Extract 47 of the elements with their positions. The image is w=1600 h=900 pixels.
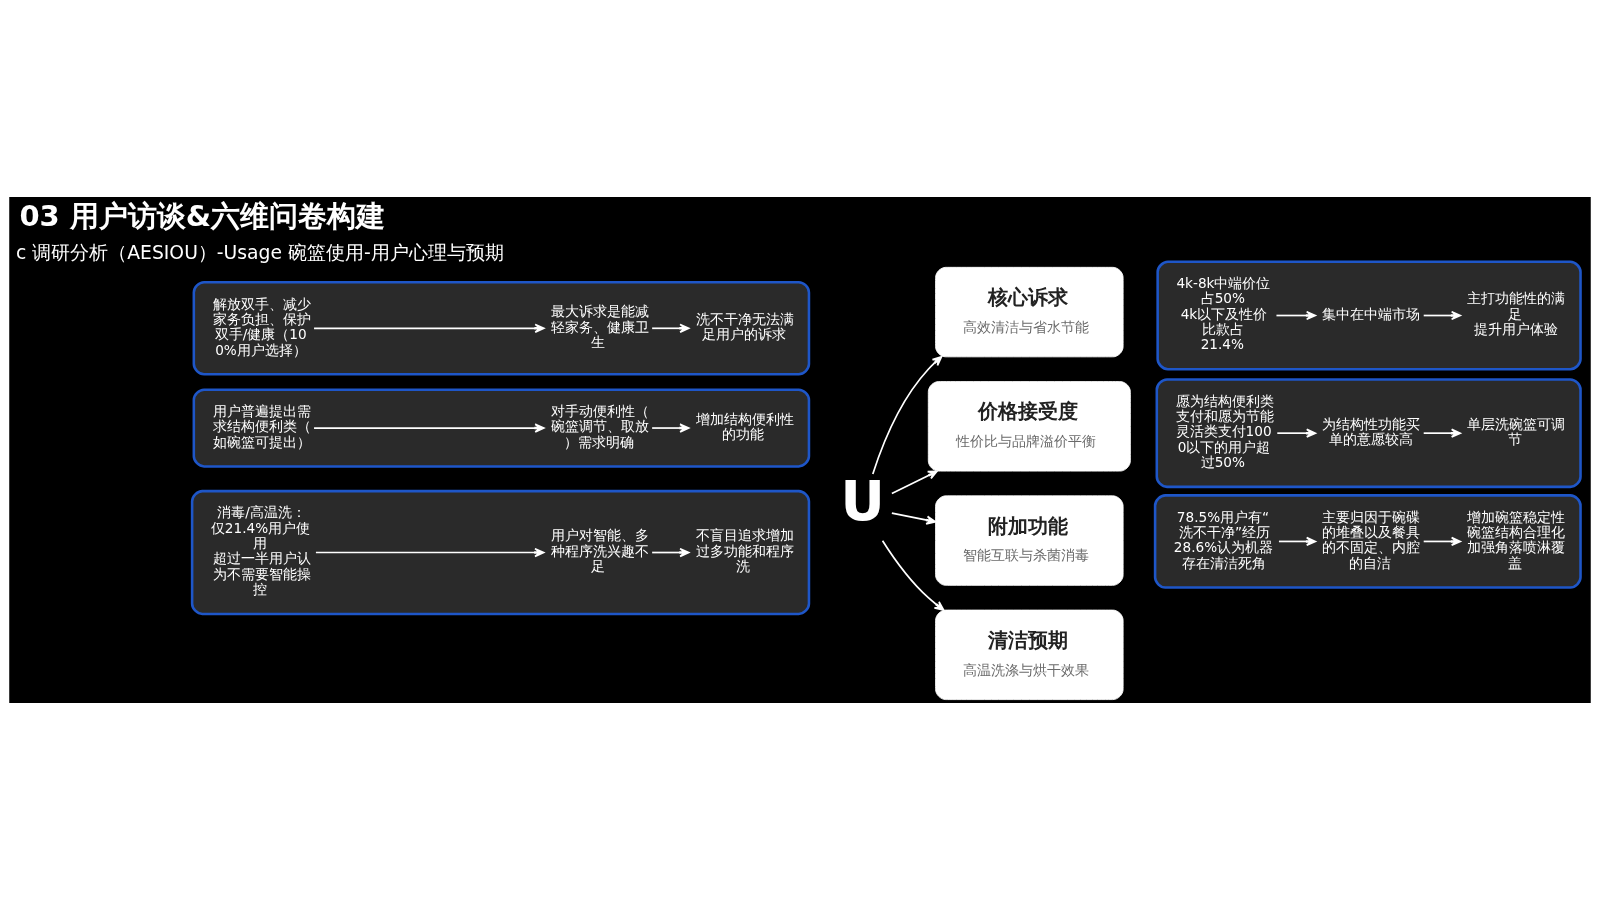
node-text: 洗不干净无法满足用户的诉求: [695, 310, 794, 343]
node-text: 主打功能性的满足 提升用户体验: [1467, 290, 1566, 338]
arrow: [1278, 536, 1317, 547]
arrow: [651, 547, 690, 558]
node-text: 消毒/高温洗：仅21.4%用户使用 超过一半用户认为不需要智能操控: [210, 504, 311, 598]
arrow: [881, 539, 945, 611]
node-text: 78.5%用户有“洗不干净”经历 28.6%认为机器存在清洁死角: [1173, 508, 1274, 571]
node-text: 最大诉求是能减轻家务、健康卫生: [550, 303, 649, 350]
node-text: 用户对智能、多种程序洗兴趣不足: [550, 527, 649, 575]
node-text: U: [840, 469, 885, 534]
cluster: [192, 388, 811, 468]
arrow: [651, 423, 690, 433]
arrow: [651, 323, 690, 333]
cluster: [190, 489, 811, 616]
node-box: 价格接受度 性价比与品牌溢价平衡: [927, 381, 1131, 472]
node-text: 单层洗碗篮可调节: [1467, 415, 1566, 448]
node-text: 解放双手、减少家务负担、保护双手/健康（100%用户选择）: [212, 295, 311, 358]
node-text: 对手动便利性（碗篮调节、取放）需求明确: [550, 402, 649, 450]
arrow: [315, 547, 545, 558]
node-text: 主要归因于碗碟的堆叠以及餐具的不固定、内腔的自洁: [1322, 508, 1421, 571]
arrow: [1276, 428, 1317, 438]
arrow: [1422, 428, 1462, 438]
label: c 调研分析（AESIOU）-Usage 碗篮使用-用户心理与预期: [16, 241, 504, 263]
node-box: 核心诉求 高效清洁与省水节能: [935, 266, 1124, 358]
node-box: 清洁预期 高温洗涤与烘干效果: [935, 609, 1124, 700]
node-text: 集中在中端市场: [1322, 305, 1421, 322]
node-box: 附加功能 智能互联与杀菌消毒: [935, 495, 1124, 586]
node-text: 增加结构便利性的功能: [695, 410, 794, 442]
cluster: [1155, 378, 1582, 489]
arrow: [1422, 536, 1462, 547]
cluster: [192, 281, 811, 376]
arrow: [313, 423, 545, 433]
arrow: [891, 512, 937, 525]
node-text: 增加碗篮稳定性 碗篮结构合理化 加强角落喷淋覆盖: [1467, 508, 1566, 571]
arrow: [313, 323, 545, 333]
arrow: [1275, 310, 1317, 321]
arrow: [891, 470, 938, 495]
node-text: 愿为结构便利类支付和愿为节能灵活类支付1000以下的用户超过50%: [1175, 392, 1274, 471]
node-text: 用户普遍提出需求结构便利类（如碗篮可提出）: [212, 402, 311, 450]
cluster: [1153, 494, 1582, 589]
node-text: 4k-8k中端价位占50% 4k以下及性价比款占 21.4%: [1176, 275, 1271, 353]
arrow: [1422, 310, 1462, 321]
node-text: 为结构性功能买单的意愿较高: [1322, 415, 1421, 448]
node-text: 不盲目追求增加过多功能和程序洗: [695, 527, 794, 575]
arrow: [871, 356, 943, 475]
diagram-title: 03 用户访谈&六维问卷构建: [19, 199, 386, 234]
cluster: [1156, 260, 1582, 371]
